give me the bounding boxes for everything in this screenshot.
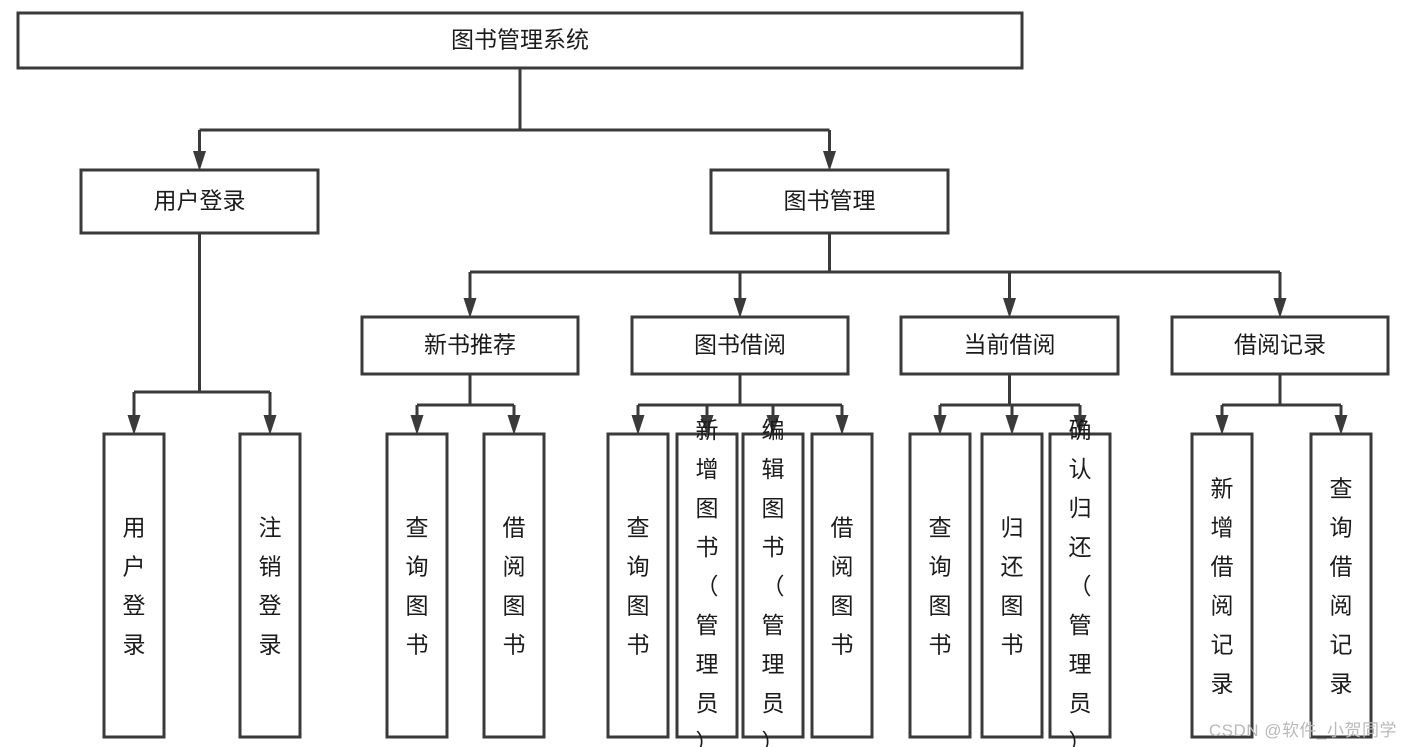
node-box <box>102 432 166 739</box>
arrow-head-icon <box>933 415 947 435</box>
arrow-head-icon <box>1215 415 1229 435</box>
arrow-head-icon <box>631 415 645 435</box>
node-box <box>1309 432 1373 739</box>
connector-layer <box>127 68 1348 435</box>
node-layer: 图书管理系统用户登录图书管理新书推荐图书借阅当前借阅借阅记录用户登录注销登录查询… <box>16 11 1390 747</box>
node-label: 图书借阅 <box>694 332 786 358</box>
diagram-node[interactable]: 图书管理系统 <box>16 11 1024 70</box>
node-label: 编辑图书（管理员） <box>762 417 785 747</box>
diagram-node[interactable]: 当前借阅 <box>899 315 1120 376</box>
node-label: 查询图书 <box>406 515 429 658</box>
node-box <box>238 432 302 739</box>
arrow-head-icon <box>127 415 141 435</box>
diagram-node[interactable]: 新增借阅记录 <box>1190 432 1254 739</box>
node-box <box>360 315 580 376</box>
diagram-node[interactable]: 借阅图书 <box>482 432 546 739</box>
node-box <box>741 432 805 739</box>
diagram-node[interactable]: 新增图书（管理员） <box>675 417 739 747</box>
arrow-head-icon <box>410 415 424 435</box>
arrow-head-icon <box>193 151 206 171</box>
node-label: 查询借阅记录 <box>1330 476 1353 697</box>
arrow-head-icon <box>766 415 780 435</box>
diagram-node[interactable]: 用户登录 <box>79 168 320 235</box>
node-label: 新增图书（管理员） <box>696 417 719 747</box>
diagram-node[interactable]: 编辑图书（管理员） <box>741 417 805 747</box>
node-box <box>899 315 1120 376</box>
arrow-head-icon <box>263 415 277 435</box>
node-box <box>980 432 1044 739</box>
diagram-node[interactable]: 确认归还（管理员） <box>1048 417 1112 747</box>
node-box <box>675 432 739 739</box>
diagram-node[interactable]: 查询图书 <box>908 432 972 739</box>
csdn-watermark: CSDN @软件_小贺同学 <box>1208 721 1397 740</box>
node-box <box>16 11 1024 70</box>
node-box <box>908 432 972 739</box>
arrow-head-icon <box>507 415 521 435</box>
node-box <box>630 315 850 376</box>
node-label: 借阅图书 <box>503 515 526 658</box>
node-label: 借阅图书 <box>831 515 854 658</box>
arrow-head-icon <box>1273 298 1287 318</box>
node-box <box>709 168 950 235</box>
arrow-head-icon <box>823 151 836 171</box>
arrow-head-icon <box>1073 415 1087 435</box>
diagram-node[interactable]: 图书借阅 <box>630 315 850 376</box>
node-box <box>79 168 320 235</box>
node-label: 当前借阅 <box>964 332 1056 358</box>
arrow-head-icon <box>835 415 849 435</box>
arrow-head-icon <box>463 298 477 318</box>
node-label: 新书推荐 <box>424 332 516 358</box>
diagram-node[interactable]: 用户登录 <box>102 432 166 739</box>
node-label: 用户登录 <box>154 188 246 214</box>
diagram-node[interactable]: 查询借阅记录 <box>1309 432 1373 739</box>
node-label: 归还图书 <box>1001 515 1024 658</box>
arrow-head-icon <box>700 415 714 435</box>
arrow-head-icon <box>1003 298 1016 318</box>
diagram-node[interactable]: 归还图书 <box>980 432 1044 739</box>
node-box <box>606 432 670 739</box>
diagram-node[interactable]: 新书推荐 <box>360 315 580 376</box>
node-box <box>810 432 874 739</box>
node-label: 图书管理 <box>784 188 876 214</box>
arrow-head-icon <box>1334 415 1348 435</box>
node-box <box>385 432 449 739</box>
diagram-node[interactable]: 注销登录 <box>238 432 302 739</box>
node-box <box>482 432 546 739</box>
node-label: 用户登录 <box>123 515 146 658</box>
diagram-node[interactable]: 图书管理 <box>709 168 950 235</box>
node-label: 查询图书 <box>627 515 650 658</box>
node-label: 注销登录 <box>259 515 282 658</box>
node-box <box>1048 432 1112 739</box>
diagram-node[interactable]: 查询图书 <box>606 432 670 739</box>
node-label: 借阅记录 <box>1234 332 1326 358</box>
node-label: 确认归还（管理员） <box>1069 417 1092 747</box>
arrow-head-icon <box>733 298 747 318</box>
diagram-node[interactable]: 借阅记录 <box>1170 315 1390 376</box>
node-box <box>1190 432 1254 739</box>
node-box <box>1170 315 1390 376</box>
node-label: 图书管理系统 <box>451 27 589 53</box>
diagram-node[interactable]: 借阅图书 <box>810 432 874 739</box>
diagram-node[interactable]: 查询图书 <box>385 432 449 739</box>
node-label: 查询图书 <box>929 515 952 658</box>
node-label: 新增借阅记录 <box>1211 476 1234 697</box>
arrow-head-icon <box>1005 415 1019 435</box>
